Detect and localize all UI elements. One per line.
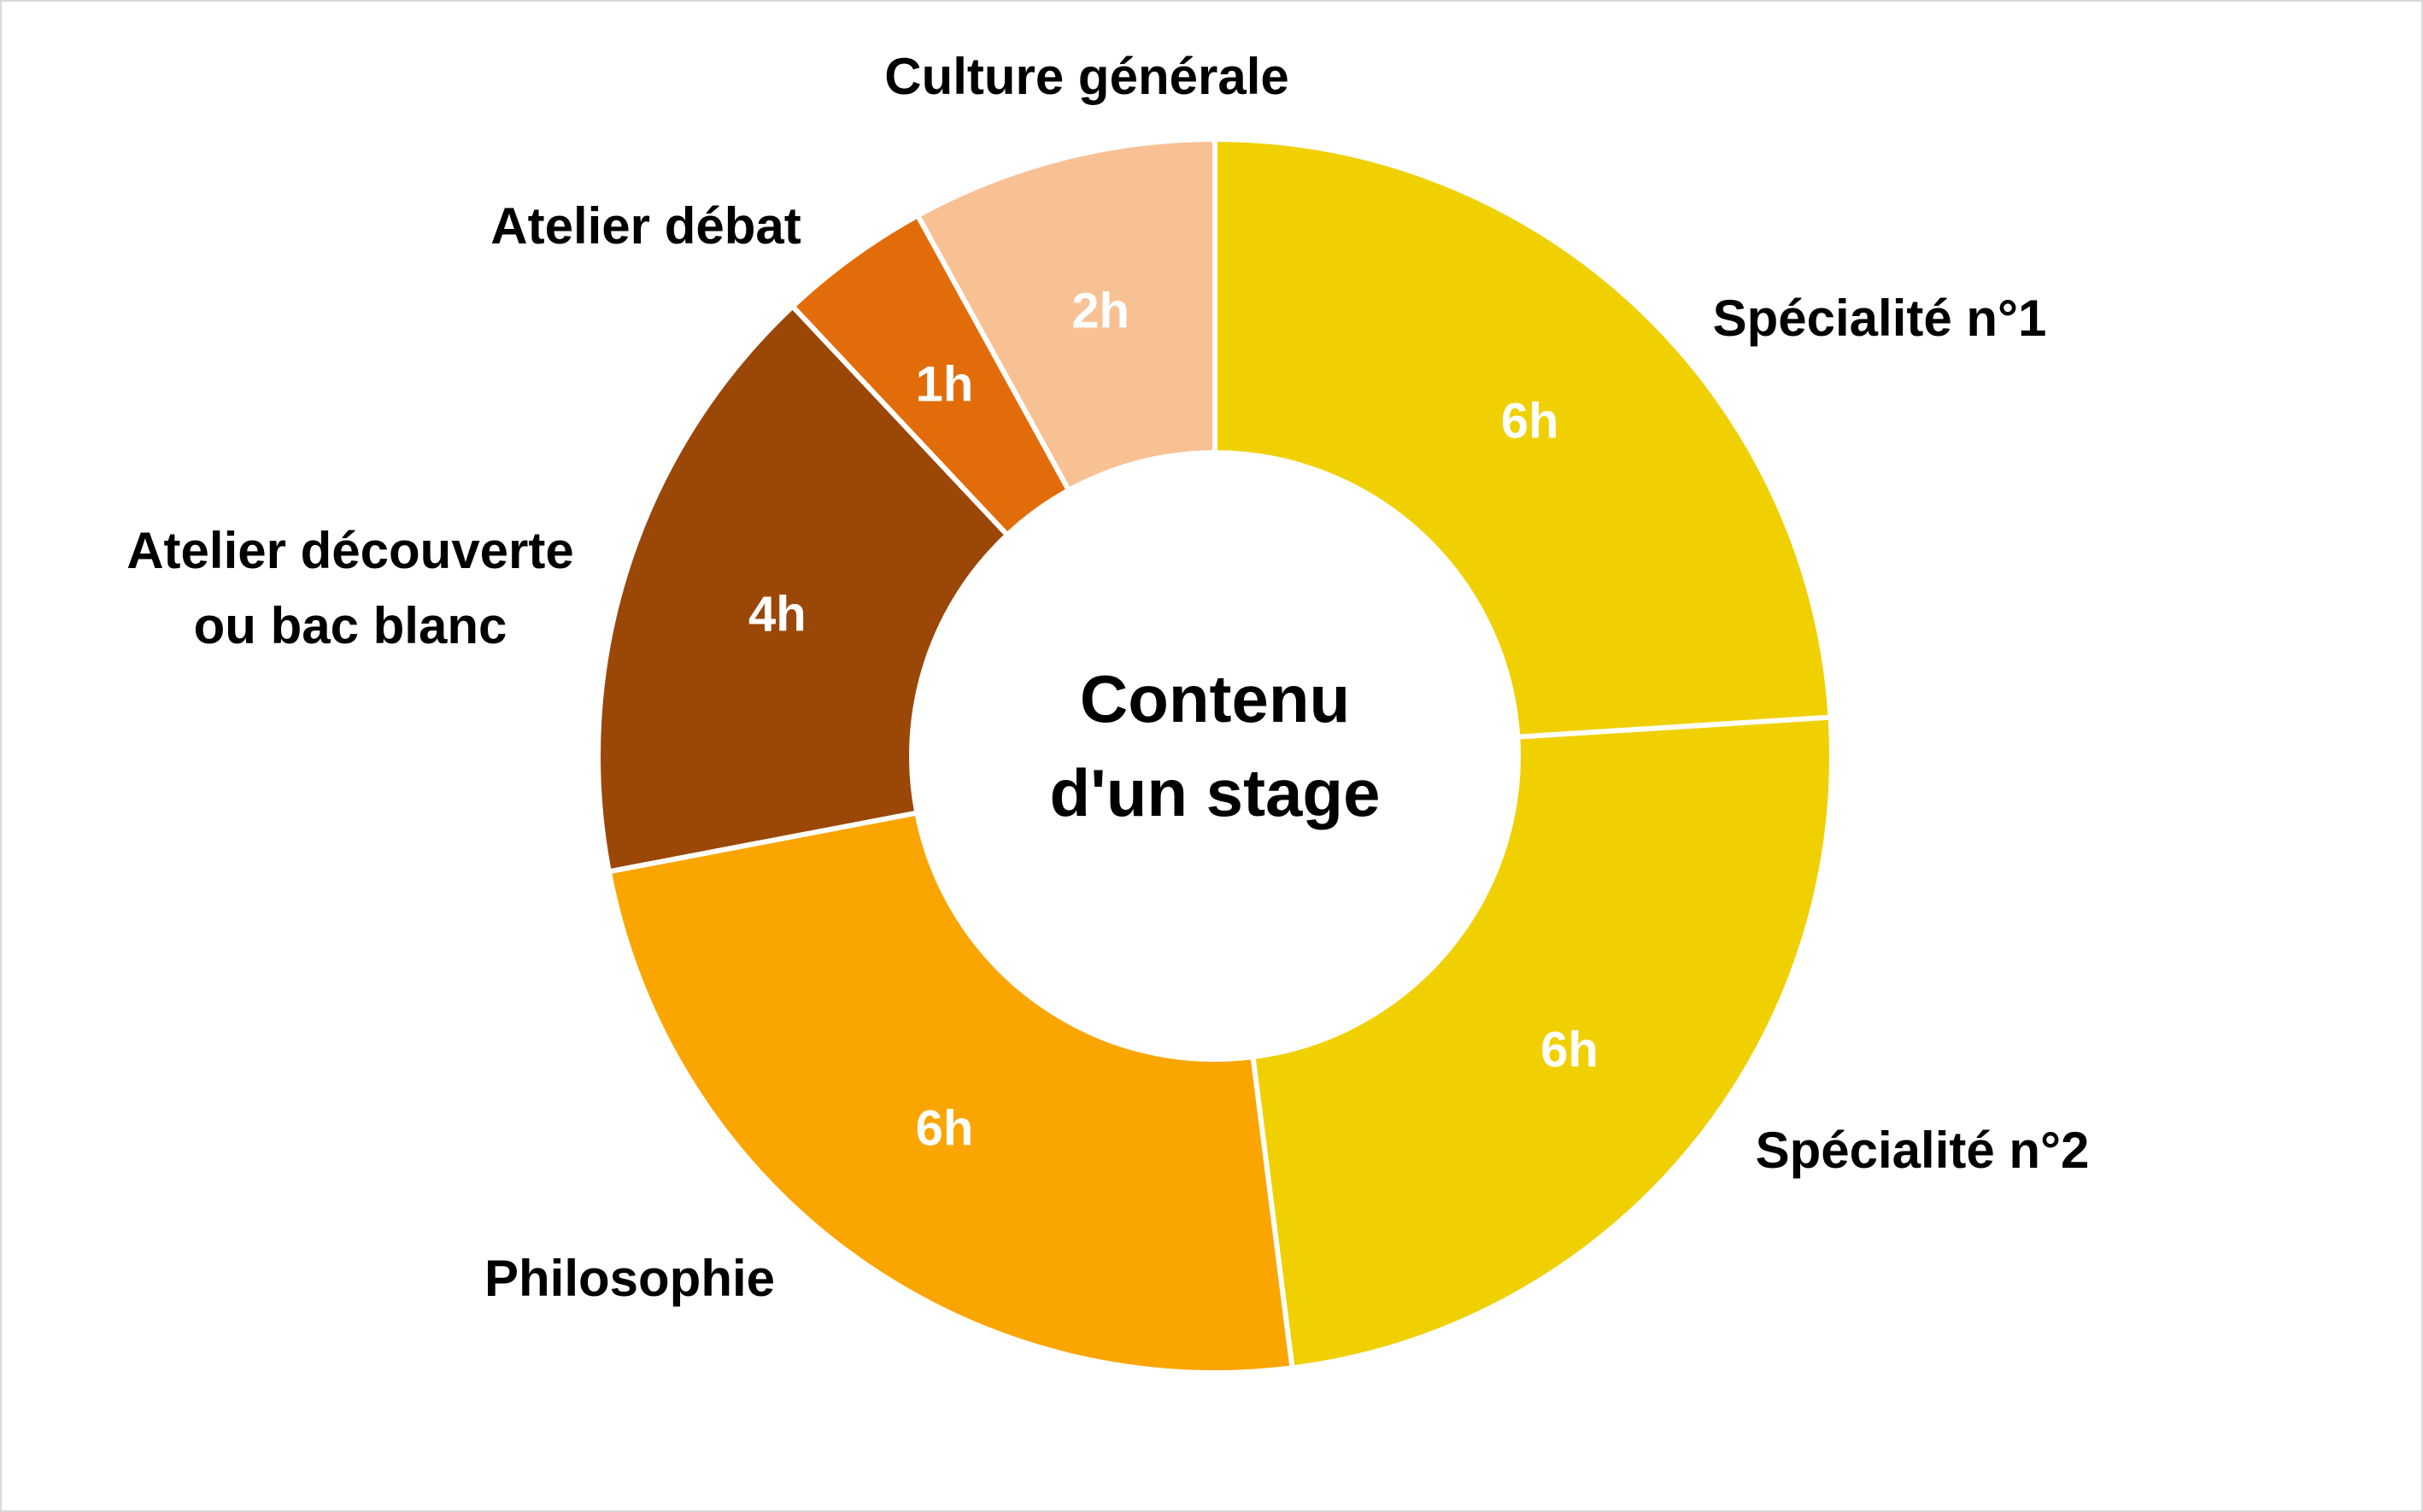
slice-6 [914,136,1217,494]
data-label-5: 1h [916,356,974,412]
slice-2 [1250,714,1835,1371]
category-label-1: Spécialité n°1 [1713,290,2047,347]
center-title-line-1: Contenu [1080,661,1350,736]
category-label-3: Philosophie [484,1250,775,1307]
category-label-6: Culture générale [884,48,1288,105]
category-label-2: Spécialité n°2 [1756,1122,2090,1179]
center-title-line-2: d'un stage [1050,755,1381,830]
data-label-2: 6h [1540,1022,1599,1077]
data-label-6: 2h [1071,283,1129,338]
data-label-4: 4h [748,587,807,642]
slice-3 [606,810,1295,1376]
value-labels-group: 6h 6h 6h 4h 1h 2h [748,283,1599,1156]
slices-group [595,136,1835,1376]
category-label-5: Atelier débat [490,197,801,255]
data-label-3: 6h [916,1101,974,1157]
data-label-1: 6h [1501,393,1559,448]
slice-1 [1212,136,1833,740]
slice-4 [595,302,1012,875]
